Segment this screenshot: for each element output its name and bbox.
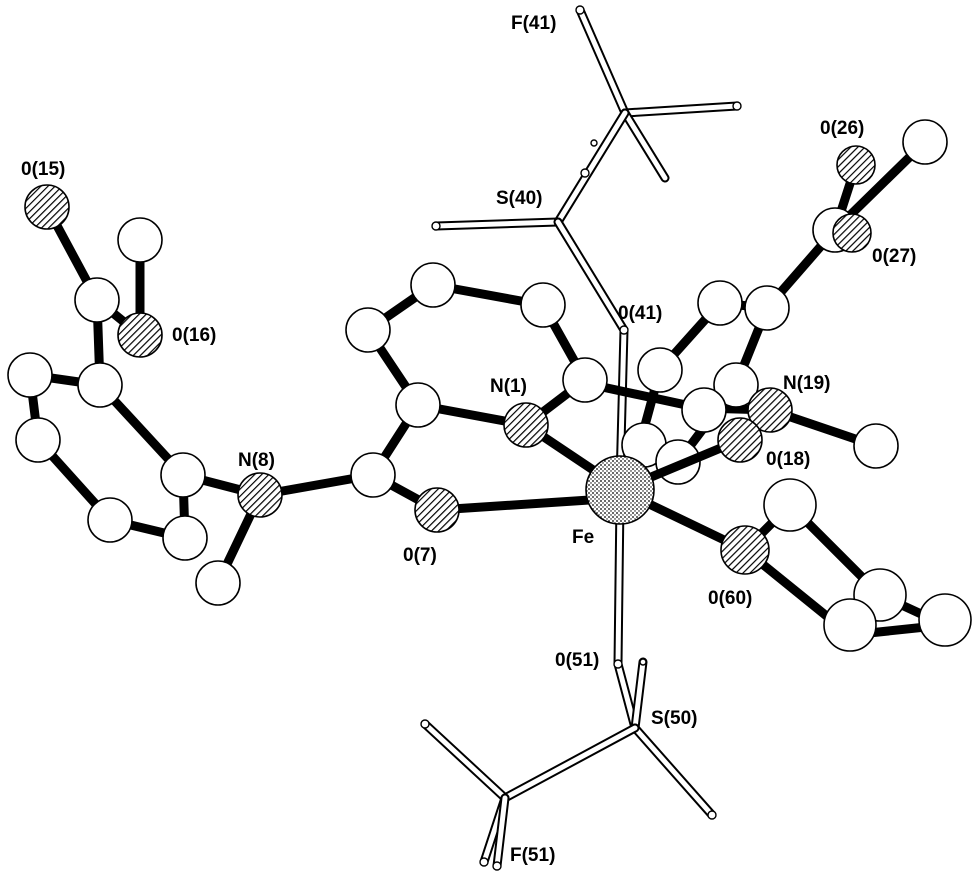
- label-s40: S(40): [496, 188, 542, 209]
- label-o26: 0(26): [820, 118, 864, 139]
- atom-c-amide-l: [350, 452, 396, 498]
- atom-c-ring5: [395, 382, 441, 428]
- tube-s50-o-up: [630, 657, 648, 733]
- o41-tip: [619, 325, 629, 335]
- atom-n19: [747, 387, 793, 433]
- right-arm-atoms: [621, 119, 948, 485]
- o-back-tip-2: [580, 168, 590, 178]
- atom-c-ph1: [763, 478, 817, 532]
- tube-c-f51b: [492, 793, 510, 871]
- atom-c-r2: [744, 285, 790, 331]
- tube-s50-c: [500, 723, 640, 803]
- o-left-tip: [431, 221, 441, 231]
- atom-c-l7: [162, 515, 208, 561]
- atom-c-r1: [697, 280, 743, 326]
- label-n8: N(8): [238, 450, 275, 471]
- label-f41: F(41): [511, 13, 556, 34]
- atom-c-l4: [15, 417, 61, 463]
- atom-c-l2: [7, 352, 53, 398]
- label-fe: Fe: [572, 527, 594, 548]
- atom-c-ph4: [918, 593, 972, 647]
- f51-tip-a: [479, 857, 489, 867]
- label-o51: 0(51): [555, 650, 599, 671]
- label-f51: F(51): [510, 845, 555, 866]
- f41-tip: [575, 5, 585, 15]
- atom-c-r3: [902, 119, 948, 165]
- atom-fe: [585, 455, 655, 525]
- tube-c-f-lower: [620, 108, 670, 183]
- left-arm-atoms: [7, 184, 283, 606]
- atom-c-methyl-l: [195, 560, 241, 606]
- o-up-tip: [639, 658, 647, 666]
- f-right-tip: [732, 101, 742, 111]
- tube-c-f-left: [420, 719, 510, 803]
- atom-c-l5: [87, 497, 133, 543]
- atom-c-r4: [637, 347, 683, 393]
- atom-c-ring4: [562, 357, 608, 403]
- label-n19: N(19): [783, 373, 831, 394]
- tube-s40-o41: [553, 217, 629, 335]
- label-n1: N(1): [490, 376, 527, 397]
- atom-c-ph3: [823, 598, 877, 652]
- atom-c-ring3: [345, 307, 391, 353]
- atom-o7: [414, 487, 460, 533]
- atom-c-ring1: [410, 262, 456, 308]
- central-ring-atoms: [345, 262, 608, 533]
- atom-c-methyl-r: [853, 423, 899, 469]
- phenol-ring: [720, 478, 972, 652]
- atom-c-ring2: [520, 282, 566, 328]
- atom-o60: [720, 525, 770, 575]
- o51-tip: [613, 659, 623, 669]
- label-o18: 0(18): [766, 449, 810, 470]
- label-o41: 0(41): [618, 303, 662, 324]
- tube-c-s40: [553, 108, 630, 227]
- f-left-tip: [420, 719, 430, 729]
- label-o27: 0(27): [872, 246, 916, 267]
- f51-tip-b: [492, 861, 502, 871]
- label-o16: 0(16): [172, 325, 216, 346]
- atom-c-l1: [117, 217, 163, 263]
- atom-labels: F(41) S(40) 0(26) 0(27) 0(15) 0(16) 0(41…: [21, 13, 916, 866]
- atom-o16: [117, 312, 163, 358]
- atom-c-l3: [77, 362, 123, 408]
- atom-c-carboxyl-l: [74, 277, 120, 323]
- tube-s50-o-down: [630, 723, 717, 820]
- tube-c-f-right: [620, 101, 742, 118]
- label-o60: 0(60): [708, 588, 752, 609]
- label-s50: S(50): [651, 708, 697, 729]
- o-back-tip: [590, 139, 598, 147]
- atom-o18: [717, 417, 763, 463]
- atom-n8: [237, 472, 283, 518]
- tube-s40-o-left: [431, 217, 563, 231]
- atom-o26: [836, 145, 876, 185]
- label-o15: 0(15): [21, 159, 65, 180]
- tube-f41-c: [575, 5, 630, 118]
- atom-c-l6: [160, 452, 206, 498]
- atom-c-r5: [713, 362, 759, 408]
- atom-n1: [503, 402, 549, 448]
- o-down-tip: [707, 810, 717, 820]
- atom-c-amide-r: [681, 387, 727, 433]
- lower-triflate: [420, 495, 717, 871]
- label-o7: 0(7): [403, 545, 437, 566]
- tube-fe-o51: [613, 495, 625, 669]
- atom-o15: [24, 184, 70, 230]
- atom-o27: [832, 213, 872, 253]
